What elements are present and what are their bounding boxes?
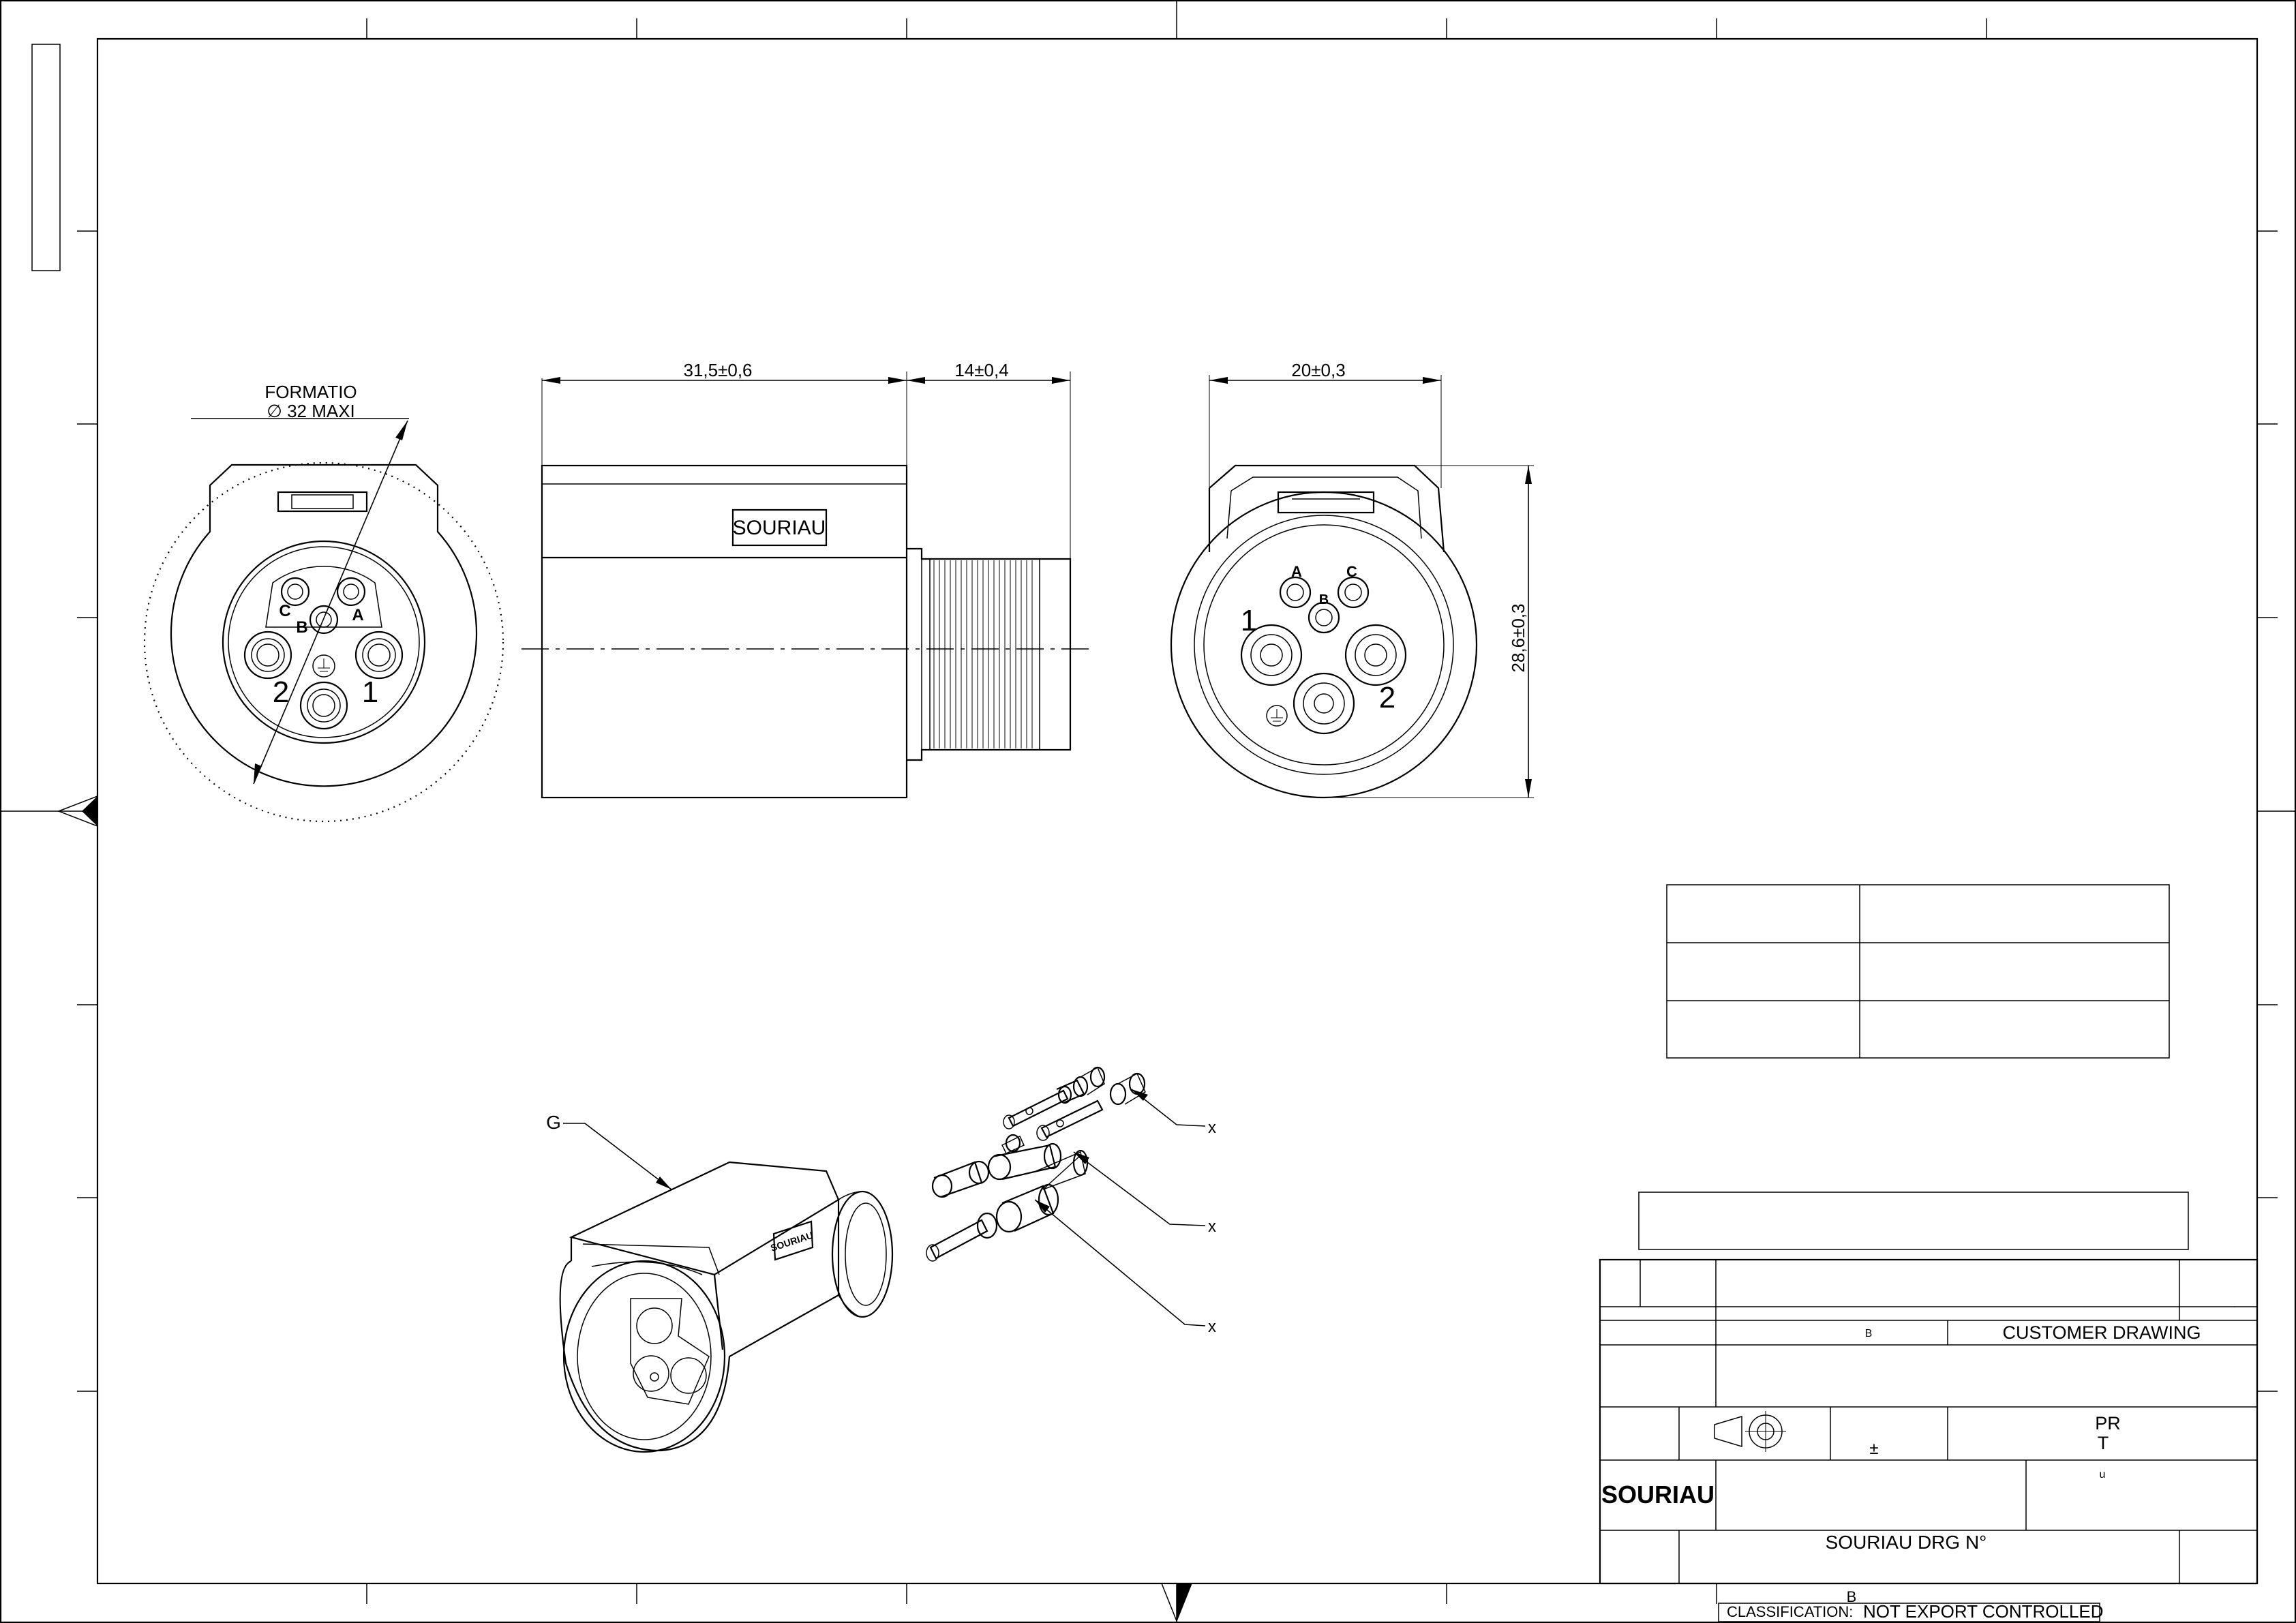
front-contact-letter-a: A bbox=[352, 606, 363, 624]
projection-symbol-icon bbox=[1714, 1411, 1786, 1452]
side-brand-plate bbox=[731, 509, 828, 547]
iso-contact-face bbox=[630, 1298, 710, 1405]
power-contact-1 bbox=[931, 1142, 1089, 1198]
title-block: B CUSTOMER DRAWING ± PR T u SOURIAU SOUR… bbox=[1599, 1258, 2259, 1622]
u-label: u bbox=[2100, 1469, 2106, 1481]
latch-window bbox=[277, 491, 368, 513]
dim-thread-length: 14±0,4 bbox=[954, 360, 1008, 380]
title-small-mark-2: B bbox=[1847, 1588, 1857, 1605]
front-housing-outline bbox=[170, 464, 478, 787]
front-contact-letter-b: B bbox=[296, 618, 307, 637]
classification-value: NOT EXPORT CONTROLLED bbox=[1863, 1601, 2104, 1622]
callout-housing: G bbox=[546, 1112, 561, 1133]
side-thread-section bbox=[907, 547, 1072, 761]
formation-label: FORMATIO bbox=[265, 382, 357, 402]
exploded-contacts: x x x bbox=[926, 1066, 1216, 1336]
rear-ground-icon bbox=[1266, 705, 1288, 727]
rear-contact-number-1: 1 bbox=[1241, 604, 1257, 637]
signal-contact-2 bbox=[1036, 1072, 1146, 1141]
max-diameter-circle bbox=[143, 461, 504, 823]
rear-power-contacts bbox=[1240, 624, 1407, 735]
dim-width: 20±0,3 bbox=[1291, 360, 1345, 380]
drawing-type: CUSTOMER DRAWING bbox=[2002, 1322, 2201, 1343]
dim-height: 28,6±0,3 bbox=[1508, 603, 1528, 672]
front-view: C B A 2 1 FORMATIO ∅ 32 MAXI bbox=[143, 382, 504, 823]
classification-strip bbox=[1718, 1603, 2100, 1622]
t-label: T bbox=[2098, 1433, 2109, 1453]
rear-signal-contacts bbox=[1279, 576, 1370, 634]
rear-contact-letter-b: B bbox=[1319, 592, 1329, 607]
iso-ground-icon bbox=[650, 1372, 659, 1382]
rear-view: A B C 1 2 20±0,3 28,6±0,3 bbox=[1170, 360, 1534, 799]
diameter-leader bbox=[253, 420, 408, 785]
signal-contact-1 bbox=[1003, 1066, 1106, 1129]
signal-contact-3 bbox=[1001, 1134, 1025, 1154]
svg-text:·: · bbox=[2234, 1304, 2236, 1310]
title-small-mark-1: B bbox=[1865, 1328, 1873, 1339]
front-power-contacts bbox=[243, 631, 404, 730]
rear-contact-letter-c: C bbox=[1346, 563, 1357, 580]
pr-label: PR bbox=[2095, 1413, 2121, 1434]
iso-brand-plate bbox=[772, 1220, 814, 1261]
front-signal-contacts bbox=[280, 577, 366, 635]
rear-latch-window bbox=[1277, 491, 1375, 514]
blank-info-table bbox=[1666, 884, 2170, 1059]
rear-contact-letter-a: A bbox=[1291, 563, 1302, 580]
classification-label: CLASSIFICATION: bbox=[1727, 1603, 1853, 1620]
front-contact-letter-c: C bbox=[279, 602, 290, 620]
ground-icon bbox=[312, 654, 335, 678]
callout-contact-3: x bbox=[1208, 1318, 1216, 1336]
side-view: SOURIAU 31,5±0,6 14±0,4 bbox=[522, 360, 1091, 799]
thread-lines bbox=[933, 560, 1033, 748]
power-contact-2 bbox=[926, 1155, 1081, 1262]
iso-housing-body bbox=[559, 1200, 840, 1452]
iso-thread-ring bbox=[831, 1190, 894, 1318]
rear-contact-number-2: 2 bbox=[1379, 681, 1395, 714]
revision-strip bbox=[31, 44, 61, 271]
note-box bbox=[1638, 1192, 2189, 1250]
side-body bbox=[541, 464, 908, 799]
diameter-label: ∅ 32 MAXI bbox=[267, 401, 355, 421]
drawing-number-label: SOURIAU DRG N° bbox=[1826, 1532, 1987, 1553]
iso-housing-top bbox=[569, 1161, 840, 1276]
tolerance-symbol: ± bbox=[1869, 1440, 1878, 1458]
callout-signal-contact: x bbox=[1208, 1119, 1216, 1137]
front-contact-number-2: 2 bbox=[273, 676, 289, 709]
front-contact-number-1: 1 bbox=[362, 676, 378, 709]
side-brand-label: SOURIAU bbox=[733, 517, 826, 539]
souriau-logo: SOURIAU bbox=[1601, 1481, 1715, 1508]
isometric-view: SOURIAU G bbox=[546, 1112, 894, 1453]
callout-power-contact: x bbox=[1208, 1217, 1216, 1236]
dim-body-length: 31,5±0,6 bbox=[683, 360, 752, 380]
